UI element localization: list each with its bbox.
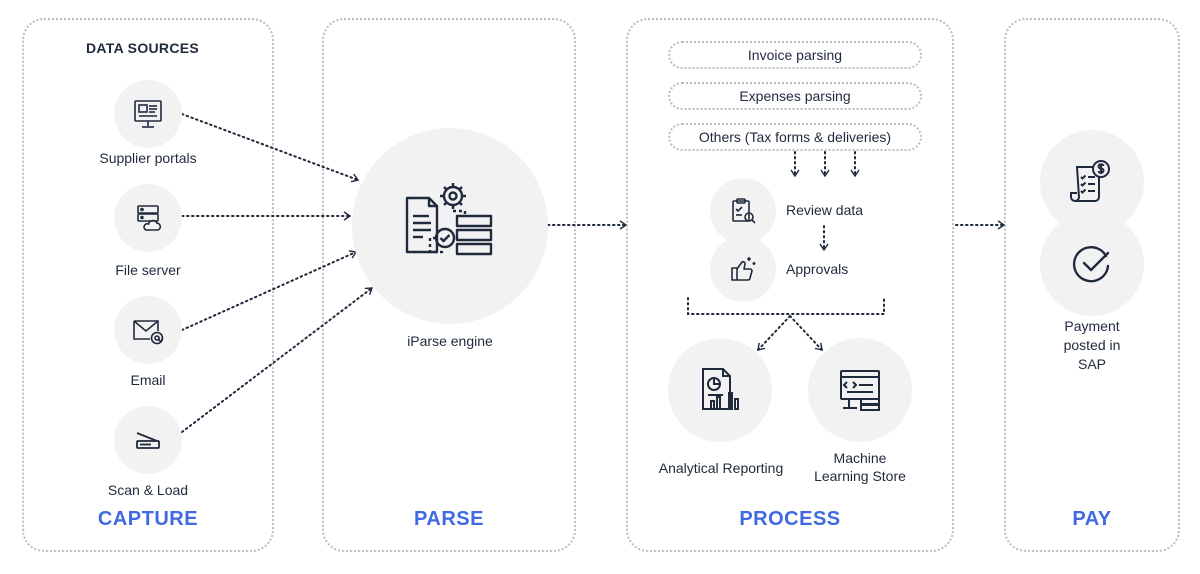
ml-store-label-line1: Machine <box>833 450 887 466</box>
file-server-icon-circle <box>114 184 182 252</box>
email-icon <box>133 320 164 345</box>
monitor-icon <box>134 100 162 128</box>
pay-label-line2: posted in <box>1063 337 1121 353</box>
pay-label-line1: Payment <box>1064 318 1120 334</box>
review-data-label: Review data <box>786 202 864 218</box>
email-label: Email <box>130 372 166 388</box>
supplier-portals-label: Supplier portals <box>99 150 197 166</box>
capture-stage-title: CAPTURE <box>97 508 199 530</box>
supplier-portal-icon-circle <box>114 80 182 148</box>
data-sources-heading: DATA SOURCES <box>86 40 200 56</box>
check-circle-icon <box>1072 246 1110 283</box>
review-data-circle <box>710 178 776 244</box>
process-panel <box>626 18 954 552</box>
pay-panel <box>1004 18 1180 552</box>
scan-icon-circle <box>114 406 182 474</box>
analytical-reporting-circle <box>668 338 772 442</box>
scan-load-label: Scan & Load <box>107 482 189 498</box>
email-icon-circle <box>114 296 182 364</box>
file-server-label: File server <box>115 262 181 278</box>
analytical-reporting-label: Analytical Reporting <box>658 460 784 476</box>
server-icon <box>137 205 162 231</box>
clipboard-check-icon <box>732 198 756 224</box>
approvals-label: Approvals <box>786 261 849 277</box>
pay-stage-title: PAY <box>1072 508 1112 530</box>
others-parsing-pill: Others (Tax forms & deliveries) <box>668 123 922 151</box>
thumbs-up-icon <box>731 257 756 281</box>
pay-label-line3: SAP <box>1077 356 1106 372</box>
code-server-icon <box>840 370 880 411</box>
document-gear-icon <box>405 183 493 256</box>
process-stage-title: PROCESS <box>739 508 841 530</box>
parse-stage-title: PARSE <box>414 508 484 530</box>
scanner-icon <box>136 432 160 449</box>
ml-store-circle <box>808 338 912 442</box>
ml-store-label-line2: Learning Store <box>814 468 906 484</box>
iparse-engine-label: iParse engine <box>407 333 493 349</box>
receipt-dollar-icon <box>1070 160 1110 202</box>
report-chart-icon <box>702 368 739 410</box>
invoice-receipt-circle <box>1040 130 1144 234</box>
approvals-circle <box>710 236 776 302</box>
iparse-engine-circle <box>352 128 548 324</box>
invoice-parsing-pill: Invoice parsing <box>668 41 922 69</box>
expenses-parsing-pill: Expenses parsing <box>668 82 922 110</box>
